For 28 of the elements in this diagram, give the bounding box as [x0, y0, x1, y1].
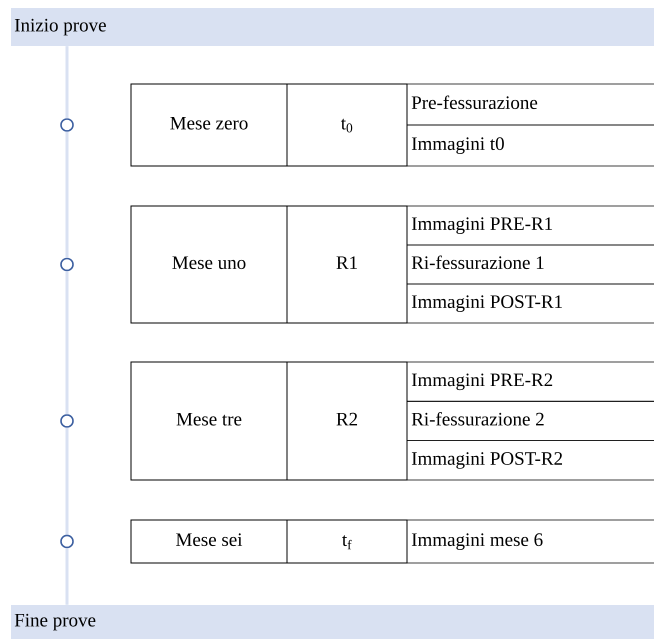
- table-cell: Mese sei: [130, 519, 288, 564]
- table-cell: Immagini PRE-R2: [406, 362, 654, 402]
- table-cell: Immagini PRE-R1: [406, 206, 654, 246]
- table-cell: Mese zero: [130, 84, 288, 166]
- timeline-line: [66, 271, 68, 414]
- timeline-line: [66, 132, 68, 258]
- timeline-band: Fine prove: [11, 604, 654, 639]
- table-cell: t$_{0}$: [286, 84, 408, 166]
- timeline-line: [66, 428, 68, 535]
- table-cell: Ri-fessurazione 1: [406, 244, 654, 284]
- table-cell: R1: [286, 206, 408, 324]
- table-cell: Immagini POST-R1: [406, 284, 654, 324]
- timeline-band: Inizio prove: [11, 8, 654, 46]
- table-cell: R2: [286, 361, 408, 480]
- timeline-line: [66, 548, 68, 605]
- timeline-line: [66, 46, 68, 118]
- table-cell: Pre-fessurazione: [406, 84, 654, 126]
- timeline-marker: [60, 258, 74, 272]
- timeline-marker: [60, 534, 74, 548]
- table-cell: Mese uno: [130, 206, 288, 324]
- table-cell: t$_{f}$: [286, 519, 408, 564]
- table-cell: Mese tre: [130, 361, 288, 480]
- table-cell: Ri-fessurazione 2: [406, 400, 654, 442]
- table-cell: Immagini POST-R2: [406, 440, 654, 480]
- timeline-marker: [60, 414, 74, 428]
- table-cell: Immagini t0: [406, 124, 654, 166]
- timeline-marker: [60, 118, 74, 132]
- table-cell: Immagini mese 6: [406, 520, 654, 564]
